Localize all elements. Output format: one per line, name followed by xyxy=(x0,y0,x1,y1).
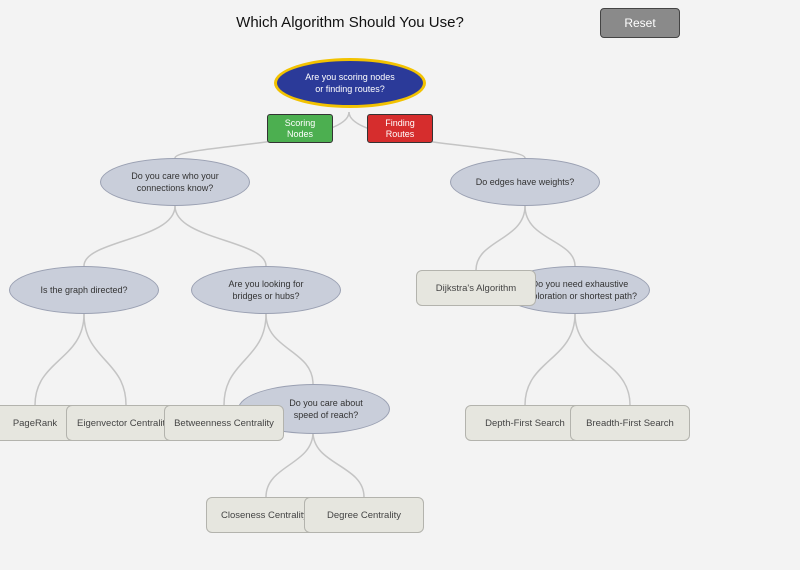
leaf-breadth-first-search: Breadth-First Search xyxy=(570,405,690,441)
edge-weights-exhaustive xyxy=(524,205,576,267)
edge-exhaustive-dfs xyxy=(524,313,576,406)
leaf-depth-first-search: Depth-First Search xyxy=(465,405,585,441)
question-node-bridges: Are you looking for bridges or hubs? xyxy=(191,266,341,314)
leaf-dijkstras-algorithm: Dijkstra's Algorithm xyxy=(416,270,536,306)
scoring-nodes-button[interactable]: Scoring Nodes xyxy=(267,114,333,143)
finding-routes-button[interactable]: Finding Routes xyxy=(367,114,433,143)
edge-bridges-speed xyxy=(265,313,314,385)
question-node-connections: Do you care who your connections know? xyxy=(100,158,250,206)
edge-weights-dijkstra xyxy=(475,205,526,271)
reset-button[interactable]: Reset xyxy=(600,8,680,38)
edge-root-connections xyxy=(174,111,350,159)
edge-directed-eigenvector xyxy=(83,313,127,406)
root-question-node: Are you scoring nodes or finding routes? xyxy=(274,58,426,108)
edge-directed-pagerank xyxy=(34,313,85,406)
edge-root-weights xyxy=(348,111,526,159)
page-title: Which Algorithm Should You Use? xyxy=(236,14,464,31)
edge-speed-closeness xyxy=(265,431,314,498)
leaf-degree-centrality: Degree Centrality xyxy=(304,497,424,533)
edge-bridges-betweenness xyxy=(223,313,267,406)
edge-exhaustive-bfs xyxy=(574,313,631,406)
edge-speed-degree xyxy=(312,431,365,498)
edge-connections-bridges xyxy=(174,205,267,267)
question-node-directed: Is the graph directed? xyxy=(9,266,159,314)
question-node-weights: Do edges have weights? xyxy=(450,158,600,206)
edge-connections-directed xyxy=(83,205,176,267)
leaf-betweenness-centrality: Betweenness Centrality xyxy=(164,405,284,441)
